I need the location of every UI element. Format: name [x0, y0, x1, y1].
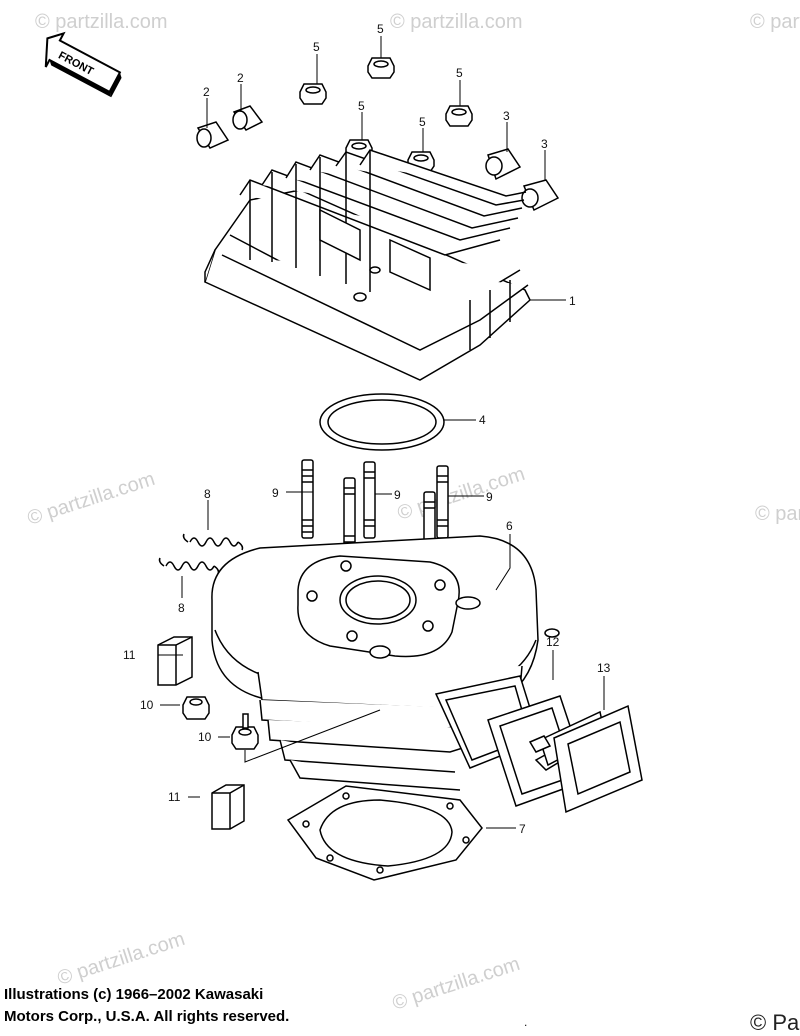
- copyright-notice: Illustrations (c) 1966–2002 Kawasaki Mot…: [4, 984, 424, 1028]
- callout-4: 4: [479, 413, 486, 427]
- callout-3: 3: [503, 109, 510, 123]
- callout-labels: 2 2 3 3 5 5 5 5 5 1 4 9 9 9 8 8 6 11 10 …: [123, 22, 611, 836]
- callout-12: 12: [546, 635, 560, 649]
- callout-2: 2: [237, 71, 244, 85]
- watermark-text: © partzilla.com: [55, 928, 188, 990]
- cylinder-head-part-1: [204, 149, 531, 381]
- callout-5: 5: [456, 66, 463, 80]
- watermark-text: © partzilla.com: [390, 11, 523, 33]
- footer-dot: .: [524, 1015, 527, 1029]
- callout-11: 11: [123, 648, 136, 662]
- watermark-text: © partzilla.com: [750, 11, 800, 33]
- watermark-text: © partzilla.com: [35, 11, 168, 33]
- callout-9: 9: [272, 486, 279, 500]
- callout-10: 10: [198, 730, 212, 744]
- watermark-text: © partzilla.com: [395, 463, 528, 525]
- watermark-text: © partzilla.com: [755, 503, 800, 525]
- corner-watermark: © Pa: [750, 1010, 800, 1035]
- callout-13: 13: [597, 661, 611, 675]
- watermark-text: © partzilla.com: [25, 468, 158, 530]
- front-arrow-icon: FRONT: [44, 31, 122, 98]
- callout-8: 8: [178, 601, 185, 615]
- callout-9: 9: [394, 488, 401, 502]
- gasket-ring-part-4: [319, 393, 445, 451]
- callout-5: 5: [377, 22, 384, 36]
- reed-valve-part-13: [528, 704, 643, 814]
- callout-6: 6: [506, 519, 513, 533]
- callout-8: 8: [204, 487, 211, 501]
- callout-1: 1: [569, 294, 576, 308]
- cap-part-3: [485, 148, 560, 212]
- callout-5: 5: [358, 99, 365, 113]
- callout-10: 10: [140, 698, 154, 712]
- callout-2: 2: [203, 85, 210, 99]
- copyright-line-2: Motors Corp., U.S.A. All rights reserved…: [4, 1008, 290, 1025]
- callout-3: 3: [541, 137, 548, 151]
- callout-9: 9: [486, 490, 493, 504]
- callout-5: 5: [313, 40, 320, 54]
- base-gasket-part-7: [286, 785, 483, 881]
- leader-lines: [158, 36, 605, 829]
- nut-part-10: [182, 696, 259, 750]
- callout-5: 5: [419, 115, 426, 129]
- block-part-11: [157, 636, 245, 830]
- callout-7: 7: [519, 822, 526, 836]
- copyright-line-1: Illustrations (c) 1966–2002 Kawasaki: [4, 986, 264, 1003]
- callout-11: 11: [168, 790, 181, 804]
